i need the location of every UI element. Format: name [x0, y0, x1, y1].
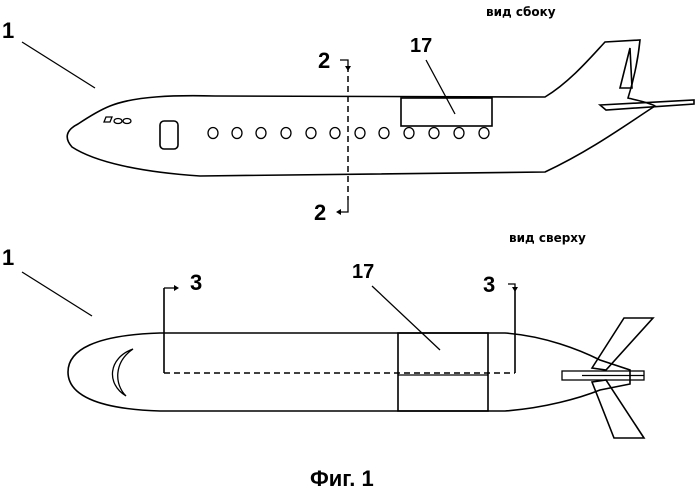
ref-aircraft-top: 1	[2, 245, 14, 270]
section-2-top-label: 2	[318, 48, 330, 73]
top-view: вид сверху 1 17 3 3	[2, 231, 655, 439]
horizontal-stabilizer	[597, 99, 695, 111]
cockpit-window	[113, 117, 123, 125]
window	[403, 126, 415, 140]
window	[207, 126, 219, 140]
cockpit-window	[122, 117, 132, 125]
window	[255, 126, 267, 140]
tail-plane-upper	[590, 317, 655, 371]
window	[478, 126, 490, 140]
leader-line-17-side	[425, 59, 456, 115]
figure-caption: Фиг. 1	[310, 466, 374, 491]
ref-17-top: 17	[352, 261, 374, 283]
section-2-bottom-arrow	[340, 200, 349, 213]
window	[354, 126, 366, 140]
leader-line-aircraft-side	[21, 41, 96, 89]
vertical-stabilizer	[618, 47, 633, 89]
module-17-top	[397, 332, 489, 412]
section-3-right-label: 3	[483, 272, 495, 297]
leader-line-17-top	[371, 285, 441, 351]
ref-aircraft-side: 1	[2, 18, 14, 43]
section-3-right-arrowhead	[512, 287, 518, 292]
window	[280, 126, 292, 140]
section-2-top-arrow	[340, 59, 349, 66]
tail-plane-lower	[590, 379, 646, 439]
ref-17-side: 17	[410, 35, 432, 57]
window	[378, 126, 390, 140]
fuselage-side-outline	[66, 39, 657, 177]
fuselage-top-outline	[67, 332, 631, 412]
leader-line-aircraft-top	[21, 271, 93, 317]
window	[329, 126, 341, 140]
cockpit-window	[103, 116, 113, 123]
canopy-crescent	[111, 348, 134, 397]
top-view-label: вид сверху	[509, 231, 586, 245]
section-2-top-arrowhead	[345, 66, 351, 71]
window	[231, 126, 243, 140]
section-2-bottom-arrowhead	[336, 209, 341, 215]
window	[453, 126, 465, 140]
section-3-left-arrowhead	[174, 285, 179, 291]
window	[305, 126, 317, 140]
passenger-door	[159, 120, 179, 150]
section-3-left-label: 3	[190, 270, 202, 295]
section-2-bottom-label: 2	[314, 200, 326, 225]
side-view-label: вид сбоку	[486, 5, 556, 19]
module-17-side	[400, 97, 493, 127]
side-view: вид сбоку 1 17	[2, 5, 695, 225]
windows-row	[207, 126, 490, 140]
window	[428, 126, 440, 140]
